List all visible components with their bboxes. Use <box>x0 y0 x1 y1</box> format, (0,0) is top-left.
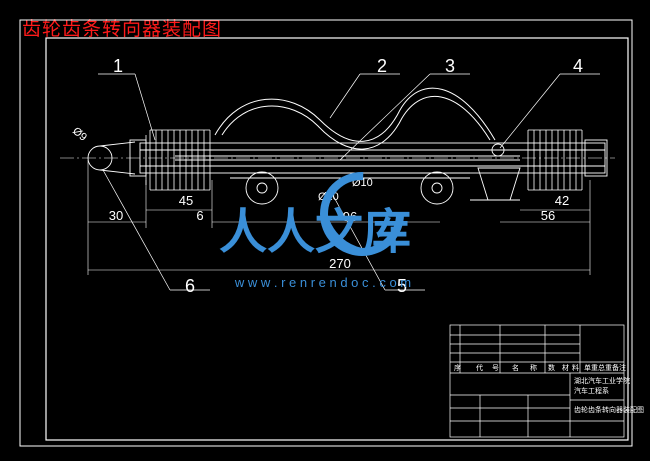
part-label-4: 4 <box>573 56 583 76</box>
dim-hole-dia: Ø9 <box>70 125 89 144</box>
tb-col-no: 号 <box>492 364 499 372</box>
part-label-1: 1 <box>113 56 123 76</box>
oil-pipe <box>214 87 496 150</box>
drawing-title: 齿轮齿条转向器装配图 <box>22 18 223 40</box>
watermark-brand: 人人文库 <box>219 206 411 259</box>
steering-gear-body <box>87 139 608 205</box>
dim-30: 30 <box>109 208 123 223</box>
dim-96: 96 <box>343 209 357 224</box>
tb-col-total-wt: 总重 <box>598 363 612 372</box>
tb-col-mat2: 料 <box>572 363 579 372</box>
bellows-left <box>145 129 211 191</box>
dim-56: 56 <box>541 208 555 223</box>
tb-school: 湖北汽车工业学院 <box>574 376 630 385</box>
part-label-2: 2 <box>377 56 387 76</box>
part-label-5: 5 <box>397 276 407 296</box>
title-block <box>449 324 625 438</box>
part-label-3: 3 <box>445 56 455 76</box>
bellows-right <box>527 129 583 191</box>
tb-dept: 汽车工程系 <box>574 386 609 395</box>
tb-col-unit-wt: 单重 <box>584 363 598 372</box>
tb-drawing-name: 齿轮齿条转向器装配图 <box>574 405 644 414</box>
tb-col-code: 代 <box>476 363 483 372</box>
dim-42: 42 <box>555 193 569 208</box>
watermark-logo: 人人文库 w w w . r e n r e n d o c . c o m <box>219 172 411 290</box>
dim-6: 6 <box>196 208 203 223</box>
part-label-6: 6 <box>185 276 195 296</box>
tb-col-remark: 备注 <box>612 363 626 372</box>
outer-frame <box>19 19 633 447</box>
tb-col-qty: 数 <box>548 363 555 372</box>
tb-col-mat: 材 <box>562 363 569 372</box>
tb-col-seq: 序 <box>454 363 461 372</box>
dim-270: 270 <box>329 256 351 271</box>
watermark-url: w w w . r e n r e n d o c . c o m <box>234 275 411 290</box>
tb-col-name: 名 <box>512 363 519 372</box>
inner-frame <box>45 37 629 441</box>
tb-col-name2: 称 <box>530 363 537 372</box>
dim-45: 45 <box>179 193 193 208</box>
